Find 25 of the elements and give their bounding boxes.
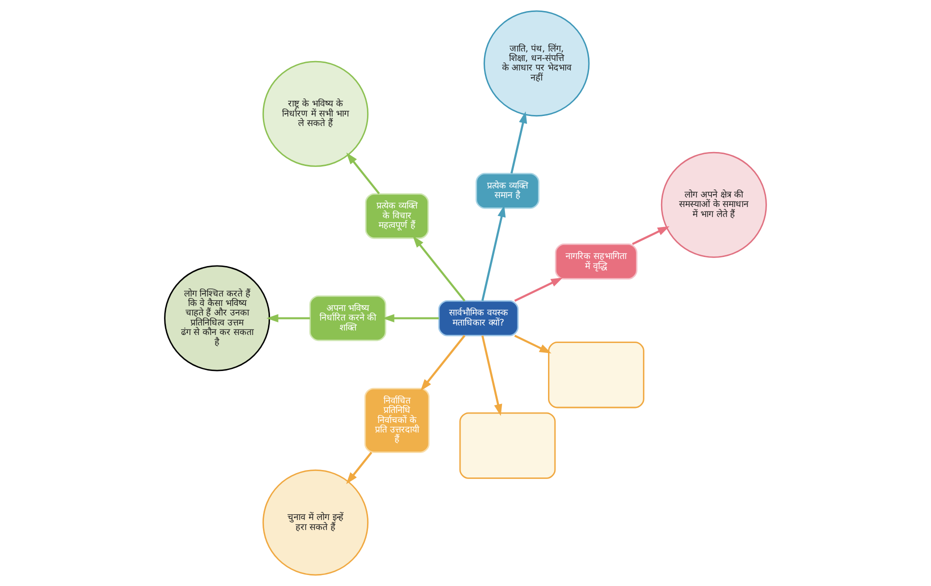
arrow (346, 452, 372, 484)
node-box (459, 412, 556, 479)
arrow (481, 205, 506, 302)
node-box: अपना भविष्य निर्धारित करने की शक्ति (309, 295, 386, 342)
node-box: सार्वभौमिक वयस्क मताधिकार क्यों? (438, 300, 519, 336)
arrow (514, 278, 563, 302)
node-circle: चुनाव में लोग इन्हें हरा सकते हैं (262, 470, 369, 576)
arrow (266, 314, 310, 322)
arrow (346, 152, 380, 194)
node-box: प्रत्येक व्यक्ति के विचार महत्वपूर्ण हैं (365, 193, 429, 239)
arrow (481, 335, 502, 416)
arrow (382, 314, 439, 322)
node-circle: लोग अपने क्षेत्र की समस्याओं के समाधान में भाग लेते हैं (660, 152, 767, 258)
node-box: प्रत्येक व्यक्ति समान है (476, 172, 540, 209)
arrow (632, 226, 670, 245)
arrow (510, 111, 528, 174)
node-box: निर्वाचित प्रतिनिधि निर्वाचकों के प्रति उत्तरदायी हैं (364, 388, 430, 453)
node-circle: जाति, पंथ, लिंग, शिक्षा, धन-संपत्ति के आधार पर भेदभाव नहीं (484, 10, 590, 116)
node-circle: लोग निश्चित करते हैं कि वे कैसा भविष्य चाहते हैं और उनका प्रतिनिधित्व उत्तम ढंग से कौन कर सकता है (164, 265, 270, 372)
node-circle: राष्ट्र के भविष्य के निर्धारण में सभी भाग ले सकते हैं (262, 60, 369, 167)
node-box (548, 342, 644, 408)
arrow (514, 334, 552, 354)
node-box: नागरिक सहभागिता में वृद्धि (554, 244, 638, 280)
arrow (420, 334, 466, 391)
arrow (412, 236, 466, 302)
